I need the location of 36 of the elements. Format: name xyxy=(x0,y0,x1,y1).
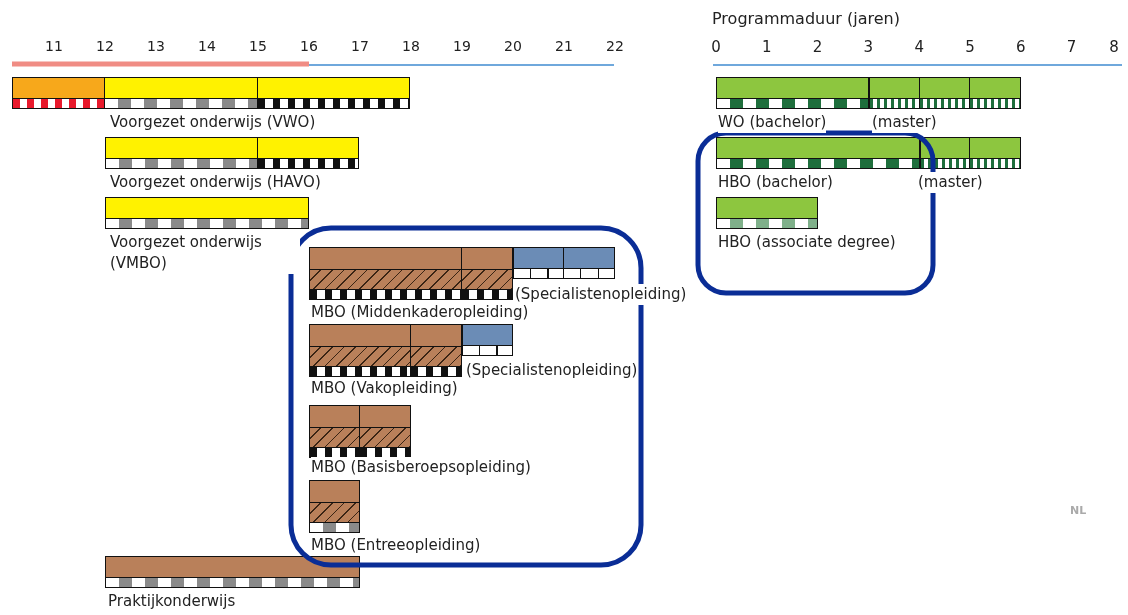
bar-label: MBO (Vakopleiding) xyxy=(311,378,458,399)
bar-label: (Specialistenopleiding) xyxy=(466,360,638,381)
tick-label: 1 xyxy=(762,38,772,56)
tick-label: 15 xyxy=(249,38,267,54)
tick-label: 11 xyxy=(45,38,63,54)
bar-label: HBO (associate degree) xyxy=(718,232,896,253)
tick-label: 13 xyxy=(147,38,165,54)
tick-label: 16 xyxy=(300,38,318,54)
tick-label: 19 xyxy=(453,38,471,54)
tick-label: 7 xyxy=(1066,38,1077,56)
bar-label: MBO (Middenkaderopleiding) xyxy=(311,302,529,323)
bar-label: Praktijkonderwijs xyxy=(108,591,236,612)
tick-label: 4 xyxy=(914,38,924,56)
tick-label: 3 xyxy=(863,38,874,56)
bar-label: Voorgezet onderwijs (VWO) xyxy=(110,112,316,133)
bar-label: (master) xyxy=(872,112,937,133)
tick-label: 21 xyxy=(555,38,573,54)
tick-label: 17 xyxy=(351,38,369,54)
tick-label: 5 xyxy=(965,38,975,56)
tick-label: 6 xyxy=(1016,38,1026,56)
bar-label: WO (bachelor) xyxy=(718,112,827,133)
bar-label: Voorgezet onderwijs (VMBO) xyxy=(110,232,300,274)
tick-label: 8 xyxy=(1109,38,1119,56)
tick-label: 20 xyxy=(504,38,522,54)
bar-label: MBO (Entreeopleiding) xyxy=(311,535,481,556)
tick-label: 22 xyxy=(606,38,624,54)
bar-label: HBO (bachelor) xyxy=(718,172,833,193)
tick-label: 2 xyxy=(812,38,823,56)
tick-label: 12 xyxy=(96,38,114,54)
bar-label: Voorgezet onderwijs (HAVO) xyxy=(110,172,321,193)
bar-label: MBO (Basisberoepsopleiding) xyxy=(311,457,531,478)
tick-label: 14 xyxy=(198,38,216,54)
tick-label: 0 xyxy=(711,38,721,56)
bar-label: (Specialistenopleiding) xyxy=(515,284,687,305)
bar-label: (master) xyxy=(918,172,983,193)
tick-label: 18 xyxy=(402,38,420,54)
